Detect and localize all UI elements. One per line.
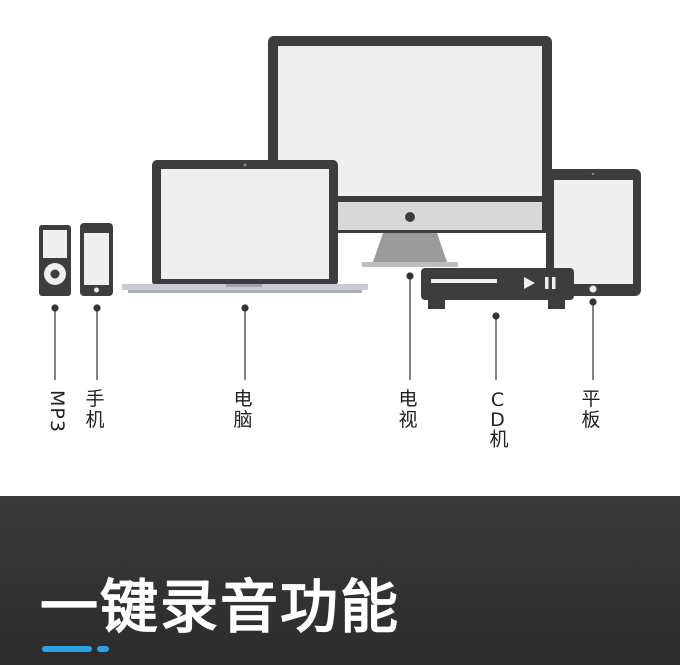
laptop-icon (122, 160, 368, 293)
phone-icon (80, 223, 113, 296)
feature-banner (0, 496, 680, 665)
label-tv: 电视 (398, 388, 418, 431)
label-tablet: 平板 (581, 388, 601, 431)
connector-lines (51, 272, 597, 380)
label-phone: 手机 (85, 388, 105, 431)
label-mp3: MP3 (46, 390, 68, 433)
device-illustration (39, 36, 641, 380)
label-cd-player-text: CD机 (486, 389, 509, 446)
accent-bar (42, 646, 92, 652)
label-computer: 电脑 (233, 388, 253, 431)
feature-title: 一键录音功能 (40, 573, 401, 641)
accent-dot (97, 646, 109, 652)
mp3-player-icon (39, 225, 71, 296)
cd-player-icon (421, 268, 574, 309)
label-cd-player: CD机 (484, 389, 510, 451)
tablet-icon (546, 169, 641, 296)
